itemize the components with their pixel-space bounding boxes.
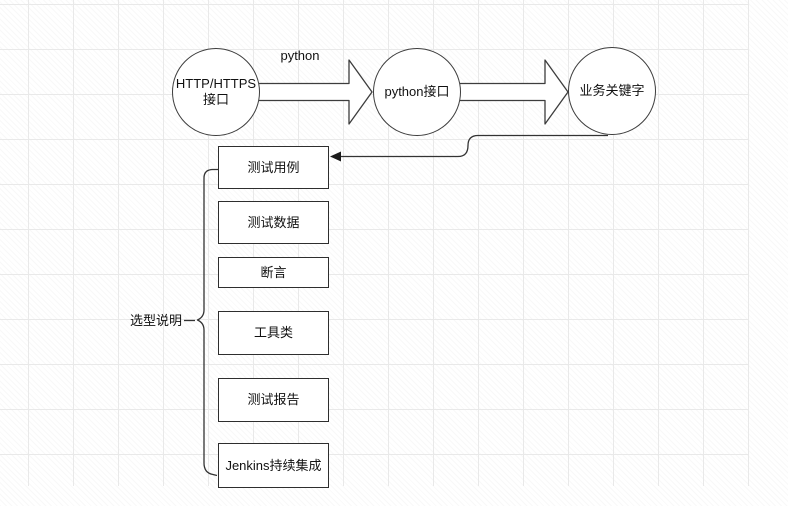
box-test-data-label: 测试数据: [247, 214, 300, 230]
group-bracket: [196, 168, 218, 477]
box-test-reports-label: 测试报告: [247, 392, 300, 407]
box-assertions: 断言: [218, 257, 329, 288]
connector-arrowhead-icon: [330, 151, 341, 162]
block-arrow-2: [458, 59, 569, 125]
connector-keywords-to-testcase: [341, 134, 608, 158]
box-test-data: 测试数据: [218, 201, 329, 244]
group-label: 选型说明: [129, 313, 182, 328]
flow-node-python-api: python接口: [373, 48, 461, 136]
flow-node-business-keywords-label: 业务关键字: [579, 83, 645, 98]
arrow-label-python: python: [280, 48, 320, 63]
flow-node-http-https-api-label: HTTP/HTTPS 接口: [175, 76, 257, 107]
box-assertions-label: 断言: [260, 264, 287, 280]
box-utility-classes: 工具类: [218, 311, 329, 355]
box-utility-classes-label: 工具类: [253, 325, 293, 340]
flow-node-python-api-label: python接口: [384, 84, 450, 99]
box-test-cases: 测试用例: [218, 146, 329, 189]
box-jenkins-ci: Jenkins持续集成: [218, 443, 329, 488]
block-arrow-1: [256, 59, 373, 125]
box-jenkins-ci-label: Jenkins持续集成: [225, 457, 322, 473]
flow-node-http-https-api: HTTP/HTTPS 接口: [172, 48, 260, 136]
flow-node-business-keywords: 业务关键字: [568, 47, 656, 135]
box-test-cases-label: 测试用例: [247, 159, 300, 175]
box-test-reports: 测试报告: [218, 378, 329, 422]
